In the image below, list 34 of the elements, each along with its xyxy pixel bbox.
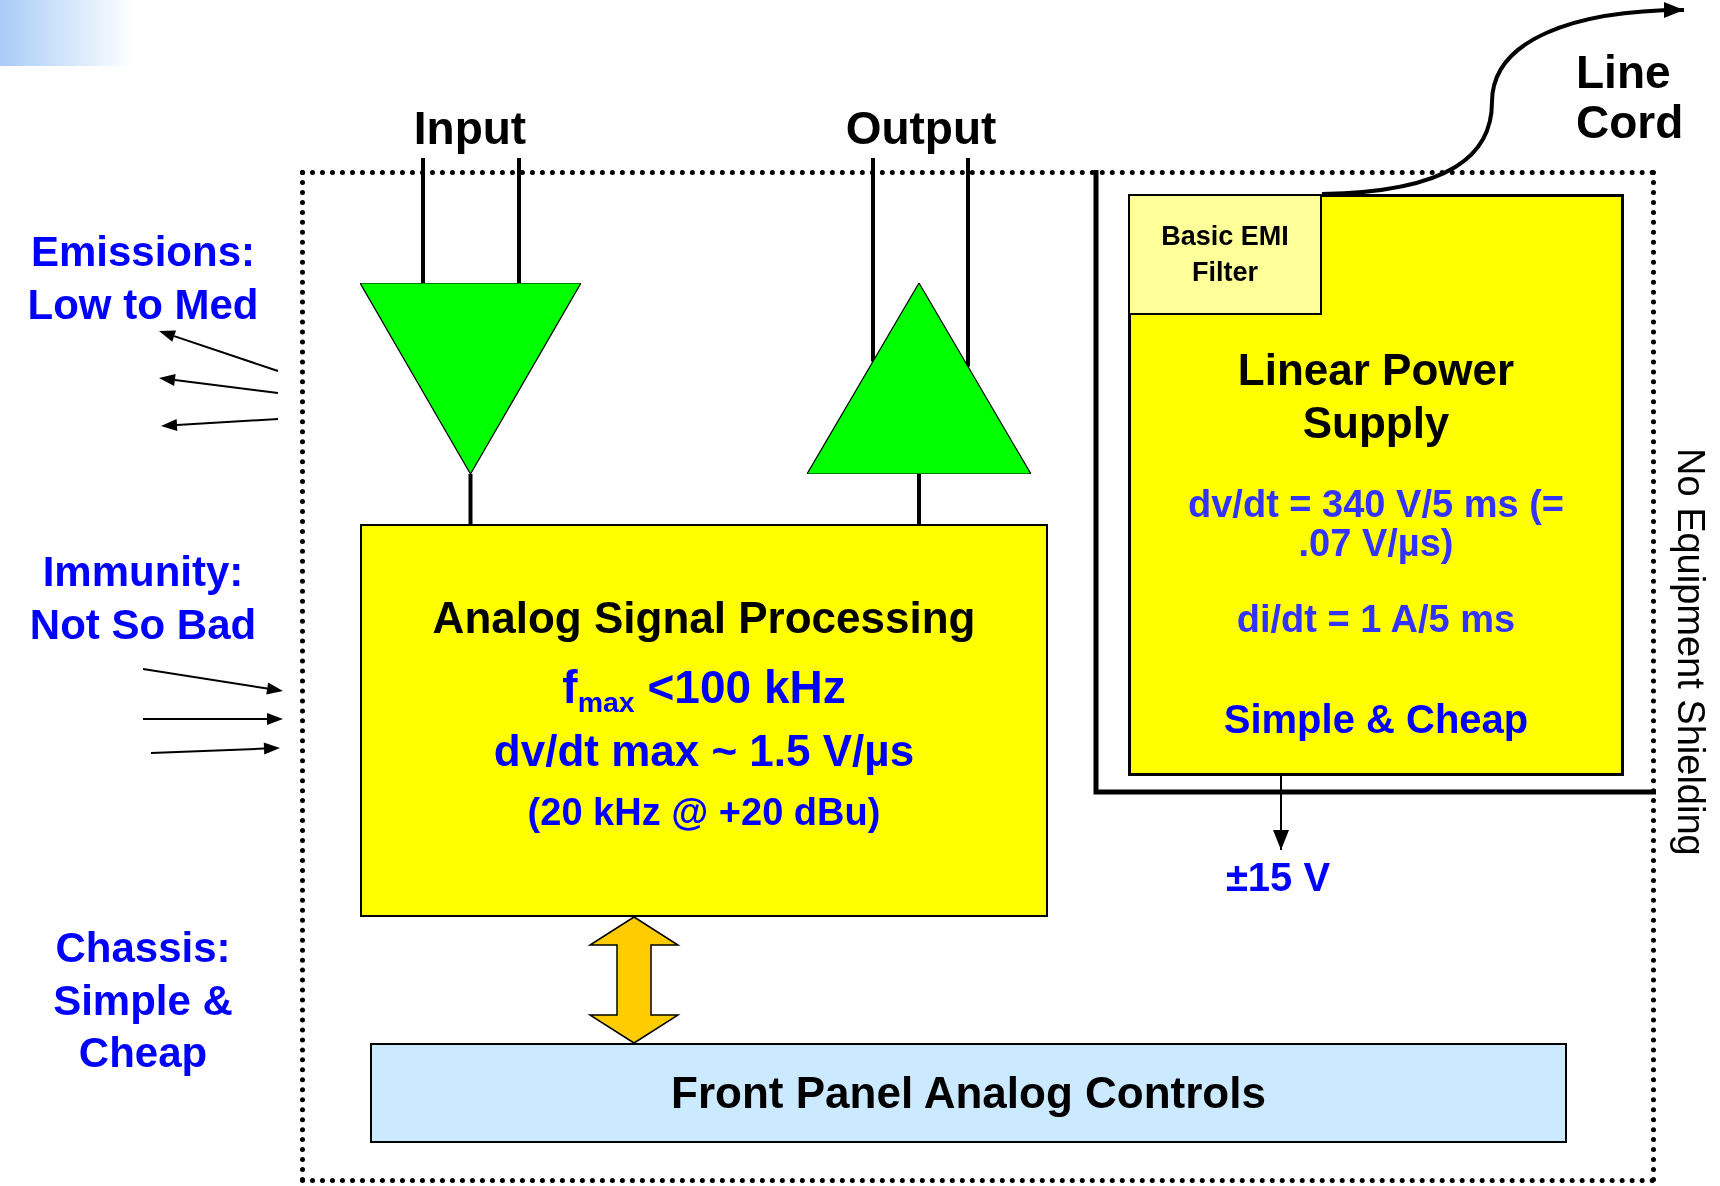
wire (468, 474, 473, 524)
line-cord-arrow (1321, 2, 1685, 196)
filter-box (1128, 194, 1322, 315)
process-box (360, 524, 1048, 917)
box-title: Front Panel Analog Controls (671, 1066, 1266, 1119)
wire (517, 158, 521, 283)
control-panel-box (370, 1043, 1567, 1143)
wire (871, 158, 875, 362)
spec-text: dv/dt = 340 V/5 ms (= .07 V/µs) (1187, 484, 1565, 565)
spec-text: dv/dt max ~ 1.5 V/µs (493, 725, 915, 778)
amplifier-triangle (807, 283, 1031, 474)
arrow (1273, 775, 1289, 851)
port-label: Output (841, 100, 1001, 158)
note-text: Immunity: Not So Bad (28, 547, 258, 650)
wire (421, 158, 425, 283)
note-text: Emissions: Low to Med (26, 227, 260, 330)
amplifier-triangle (360, 283, 581, 474)
double-arrow (587, 916, 681, 1044)
chassis-outline (300, 170, 1656, 1183)
side-note: No Equipment Shielding (1668, 448, 1712, 856)
spec-text: di/dt = 1 A/5 ms (1236, 600, 1516, 641)
wire (966, 158, 970, 367)
voltage-label: ±15 V (1208, 850, 1348, 904)
spec-text: (20 kHz @ +20 dBu) (527, 789, 881, 835)
box-title: Linear Power Supply (1236, 344, 1516, 449)
spec-text: Simple & Cheap (1223, 699, 1529, 740)
spec-text: f$_{max}$ <100 kHz (562, 660, 846, 720)
line-cord-label: Line Cord (1576, 8, 1706, 160)
box-title: Analog Signal Processing (432, 592, 976, 644)
wire (917, 474, 921, 524)
port-label: Input (395, 100, 545, 158)
note-text: Chassis: Simple & Cheap (52, 923, 234, 1078)
box-title: Basic EMI Filter (1160, 220, 1290, 289)
power-supply-box (1128, 194, 1624, 776)
